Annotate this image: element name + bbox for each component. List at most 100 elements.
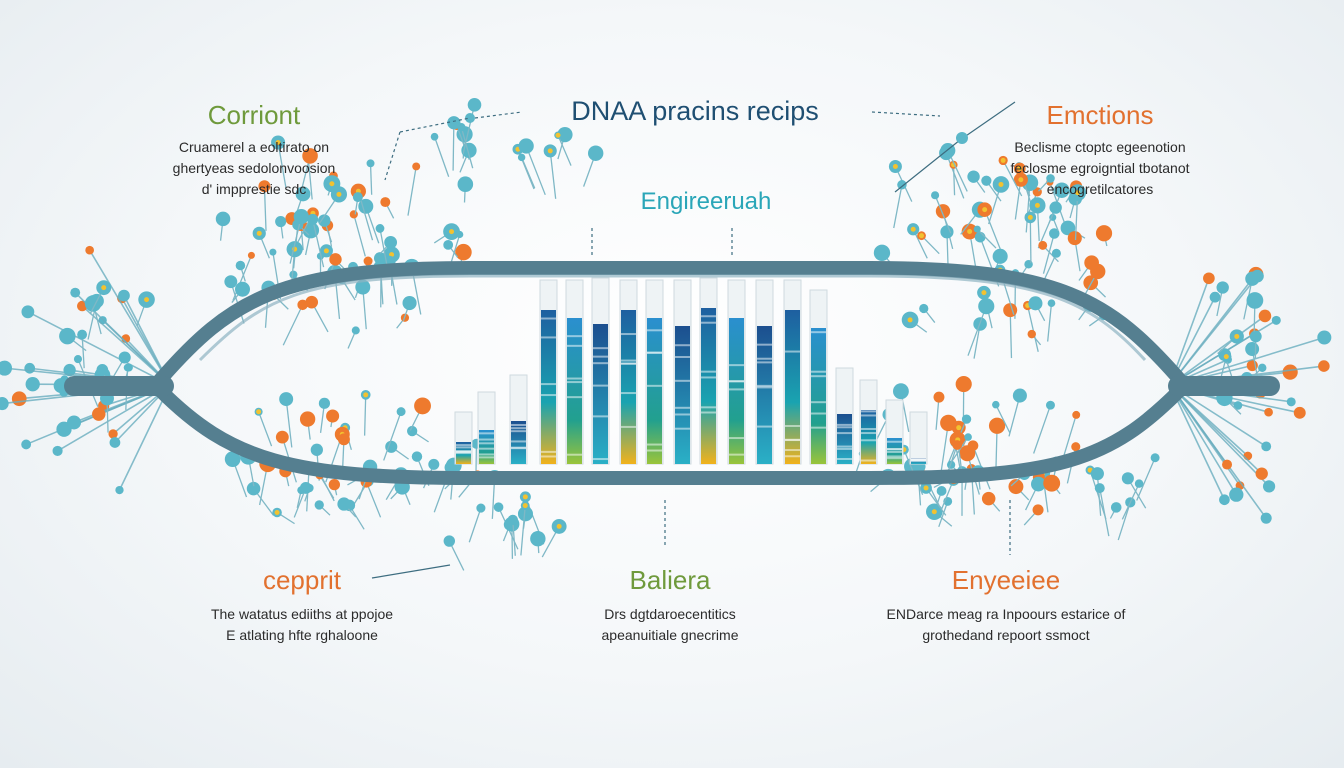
label-top-left-line: ghertyeas sedolonvoosion — [172, 160, 336, 176]
atom — [73, 355, 83, 364]
atom — [258, 180, 271, 193]
band-stripe — [785, 449, 800, 452]
gel-band — [479, 430, 494, 464]
atom — [328, 478, 341, 491]
pointer-bottom-left — [371, 564, 451, 579]
atom — [235, 260, 246, 271]
molecule-bond — [462, 104, 476, 154]
label-top-left-line: d' impprestie sdc — [201, 181, 307, 197]
band-stripe — [567, 453, 582, 456]
molecule-bond — [952, 164, 956, 196]
bead — [21, 305, 35, 319]
bead — [52, 445, 63, 456]
band-stripe — [757, 343, 772, 346]
atom-highlight — [1000, 157, 1006, 163]
atom — [959, 445, 976, 462]
band-stripe — [593, 458, 608, 461]
atom-highlight — [967, 229, 973, 235]
helix-upper-tube — [153, 261, 1187, 387]
label-top-right-line: feclosme egroigntial tbotanot — [1010, 160, 1190, 176]
band-stripe — [541, 383, 556, 386]
atom-highlight — [1027, 214, 1033, 220]
molecule-bond — [1026, 305, 1039, 352]
band-stripe — [647, 384, 662, 387]
gel-band — [647, 318, 662, 464]
atom-highlight — [556, 523, 562, 529]
atom — [1043, 474, 1061, 492]
band-stripe — [701, 315, 716, 318]
bead — [109, 437, 121, 448]
atom — [447, 116, 461, 130]
gel-band — [593, 324, 608, 464]
band-stripe — [785, 455, 800, 458]
atom — [402, 295, 417, 311]
bead — [1262, 480, 1276, 493]
gel-lane — [909, 411, 928, 465]
strand-fibre — [88, 249, 171, 386]
atom — [1245, 271, 1260, 286]
bead — [0, 360, 13, 376]
atom — [326, 409, 340, 423]
band-stripe — [456, 449, 471, 452]
atom — [931, 191, 940, 200]
band-stripe — [701, 406, 716, 409]
band-stripe — [541, 455, 556, 458]
pointer-title-left — [474, 111, 523, 119]
atom-highlight — [1234, 333, 1240, 339]
band-stripe — [811, 426, 826, 429]
atom — [476, 503, 486, 513]
band-stripe — [757, 361, 772, 364]
atom — [293, 209, 309, 225]
molecule-bond — [521, 157, 536, 189]
atom — [384, 236, 398, 249]
band-stripe — [511, 440, 526, 443]
molecule-bond — [277, 142, 287, 188]
label-bottom-right: Enyeeiee ENDarce meag ra Inpoours estari… — [887, 565, 1126, 646]
atom — [1047, 299, 1056, 308]
atom — [246, 481, 261, 496]
bead — [92, 407, 106, 421]
atom-highlight — [323, 248, 329, 254]
band-stripe — [621, 333, 636, 336]
band-stripe — [647, 449, 662, 452]
band-stripe — [675, 413, 690, 416]
molecule-bond — [1009, 310, 1013, 359]
gel-band — [861, 410, 876, 464]
band-stripe — [675, 344, 690, 347]
atom — [1258, 363, 1267, 373]
atom — [352, 192, 363, 203]
atom — [1090, 467, 1104, 481]
atom — [1060, 220, 1076, 236]
atom — [329, 253, 342, 266]
molecule-bond — [363, 394, 367, 436]
molecule-bond — [263, 186, 267, 231]
atom — [467, 98, 482, 112]
molecule-bond — [938, 501, 949, 528]
atom — [1012, 388, 1027, 403]
atom — [992, 400, 1000, 409]
band-stripe — [911, 459, 926, 462]
molecule-bond — [460, 126, 474, 169]
molecule-bond — [407, 166, 417, 216]
bead — [25, 377, 40, 392]
band-stripe — [567, 377, 582, 380]
molecule-bond — [319, 474, 335, 499]
atom — [507, 514, 518, 526]
molecule-bond — [1063, 414, 1077, 457]
molecule-bond — [893, 184, 903, 229]
atom-highlight — [956, 425, 962, 431]
band-stripe — [837, 423, 852, 426]
atom — [973, 225, 981, 233]
molecule-bond — [289, 216, 302, 264]
molecule-bond — [1096, 473, 1102, 516]
band-stripe — [541, 450, 556, 453]
molecule-bond — [1025, 182, 1031, 233]
atom — [355, 279, 371, 295]
atom — [77, 329, 88, 340]
atom — [457, 176, 474, 193]
band-stripe — [811, 370, 826, 373]
atom — [981, 491, 996, 506]
label-bottom-left-line: E atlating hfte rghaloone — [226, 627, 378, 643]
atom — [1049, 201, 1062, 214]
band-stripe — [675, 427, 690, 430]
